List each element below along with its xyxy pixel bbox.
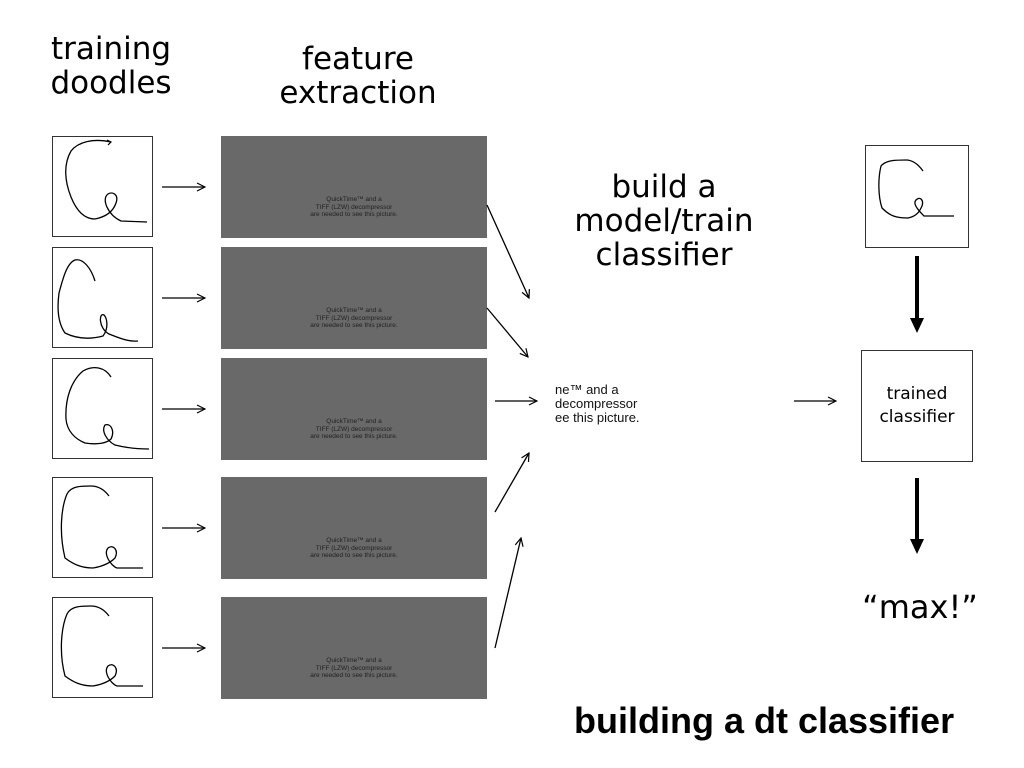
doodle-sketch-icon bbox=[878, 159, 954, 219]
arrow-down-head-icon bbox=[910, 539, 924, 554]
feature-panel-2: QuickTime™ and a TIFF (LZW) decompressor… bbox=[221, 247, 487, 349]
doodle-sketch-icon bbox=[60, 605, 143, 687]
slide-title: building a dt classifier bbox=[574, 700, 955, 741]
training-doodle-4 bbox=[52, 477, 153, 578]
arrow-down-head-icon bbox=[910, 318, 924, 333]
heading-training-doodles: training doodles bbox=[50, 31, 172, 102]
placeholder-text: QuickTime™ and a TIFF (LZW) decompressor… bbox=[310, 657, 398, 679]
feature-panel-3: QuickTime™ and a TIFF (LZW) decompressor… bbox=[221, 358, 487, 460]
test-doodle bbox=[865, 145, 969, 248]
arrow-converge-icon bbox=[494, 538, 521, 649]
training-doodle-5 bbox=[52, 597, 153, 698]
classification-result: “max!” bbox=[862, 588, 978, 626]
placeholder-text: QuickTime™ and a TIFF (LZW) decompressor… bbox=[310, 418, 398, 440]
feature-panel-1: QuickTime™ and a TIFF (LZW) decompressor… bbox=[221, 136, 487, 238]
trained-classifier-label: trained classifier bbox=[879, 384, 955, 427]
placeholder-text: QuickTime™ and a TIFF (LZW) decompressor… bbox=[310, 307, 398, 329]
training-doodle-2 bbox=[52, 247, 153, 348]
arrow-converge-icon bbox=[486, 307, 528, 357]
doodle-sketch-icon bbox=[65, 366, 150, 450]
training-doodle-3 bbox=[52, 358, 153, 459]
placeholder-text: QuickTime™ and a TIFF (LZW) decompressor… bbox=[310, 537, 398, 559]
heading-feature-extraction: feature extraction bbox=[279, 41, 437, 112]
model-placeholder-text: ne™ and a decompressor ee this picture. bbox=[555, 383, 640, 425]
placeholder-text: QuickTime™ and a TIFF (LZW) decompressor… bbox=[310, 196, 398, 218]
arrow-converge-icon bbox=[486, 204, 529, 298]
doodle-sketch-icon bbox=[65, 139, 148, 223]
doodle-sketch-icon bbox=[60, 485, 143, 569]
training-doodle-1 bbox=[52, 136, 153, 237]
feature-panel-4: QuickTime™ and a TIFF (LZW) decompressor… bbox=[221, 477, 487, 579]
doodle-sketch-icon bbox=[57, 259, 139, 342]
arrow-converge-icon bbox=[494, 453, 529, 513]
trained-classifier-box: trained classifier bbox=[861, 350, 973, 462]
feature-panel-5: QuickTime™ and a TIFF (LZW) decompressor… bbox=[221, 597, 487, 699]
heading-build-model: build a model/train classifier bbox=[574, 169, 754, 274]
